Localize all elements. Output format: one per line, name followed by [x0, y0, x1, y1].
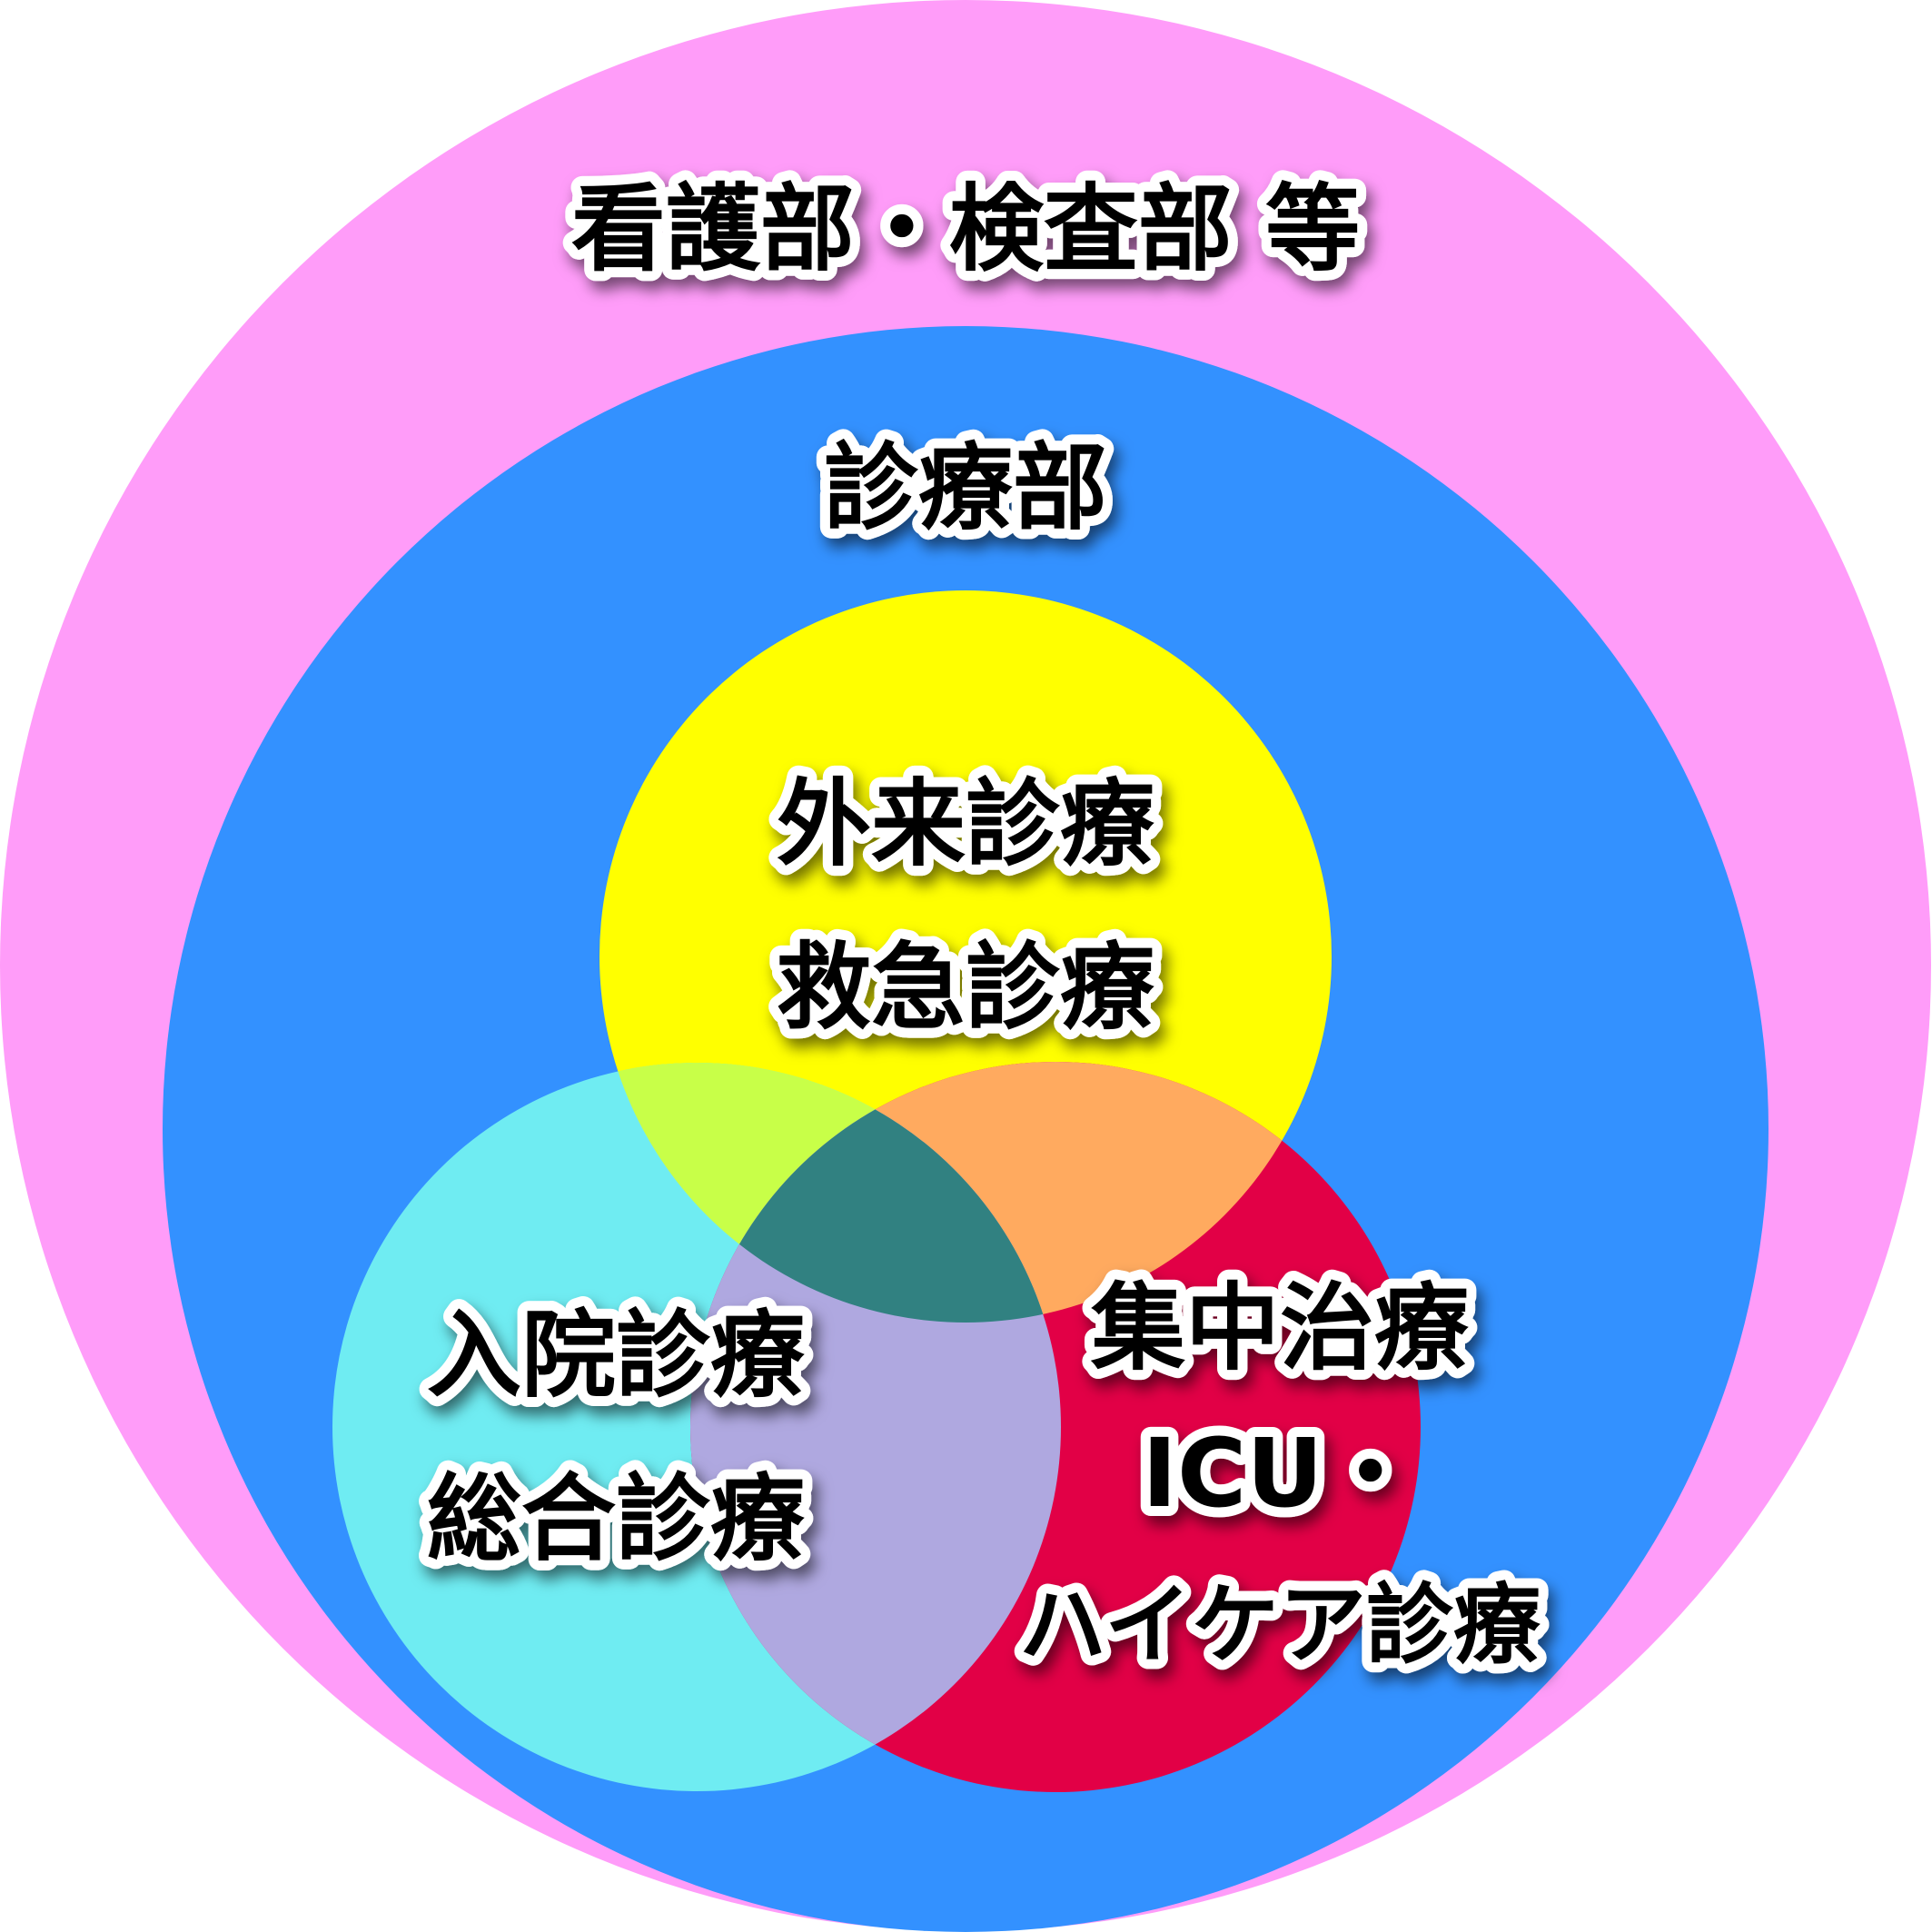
outer-label: 看護部・検査部 等	[571, 173, 1360, 284]
overlap-all	[690, 1063, 1061, 1323]
inpatient-label-line1: 入院診療	[427, 1300, 805, 1411]
outpatient-label-line2: 救急診療	[777, 932, 1154, 1043]
icu-label-line1: 集中治療	[1090, 1273, 1469, 1383]
inner-label: 診療部	[824, 432, 1107, 543]
icu-label-line2: ICU・	[1142, 1418, 1417, 1529]
inpatient-label-line2: 総合診療	[427, 1463, 805, 1574]
outpatient-label-line1: 外来診療	[777, 768, 1154, 879]
icu-label-line3: ハイケア診療	[1019, 1574, 1541, 1676]
